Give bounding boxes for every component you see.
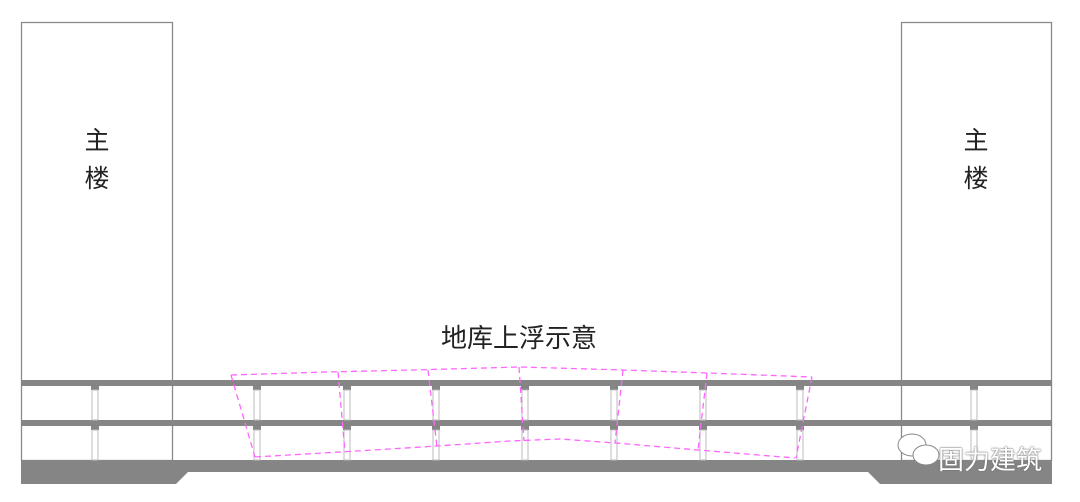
column <box>970 389 978 421</box>
column-cap <box>796 426 804 430</box>
column <box>521 429 529 461</box>
column <box>91 389 99 421</box>
right-tower-label: 主 楼 <box>956 122 996 198</box>
column-cap <box>610 386 618 390</box>
column <box>91 429 99 461</box>
column-cap <box>699 426 707 430</box>
column <box>796 429 804 461</box>
column-cap <box>91 386 99 390</box>
wechat-icon <box>897 433 940 466</box>
watermark-text: 固力建筑 <box>938 446 1043 476</box>
column <box>253 389 261 421</box>
column <box>699 429 707 461</box>
left-tower-label: 主 楼 <box>77 122 117 198</box>
columns <box>91 386 978 461</box>
column-cap <box>91 426 99 430</box>
column <box>432 389 440 421</box>
watermark: 固力建筑 <box>938 440 1042 477</box>
column <box>432 429 440 461</box>
diagram-title: 地库上浮示意 <box>441 324 598 354</box>
column-cap <box>253 386 261 390</box>
column <box>796 389 804 421</box>
column-cap <box>970 426 978 430</box>
roof-slab <box>21 380 1052 386</box>
column-cap <box>699 386 707 390</box>
column <box>343 389 351 421</box>
column-cap <box>343 426 351 430</box>
column <box>970 429 978 461</box>
column <box>521 389 529 421</box>
column-cap <box>432 426 440 430</box>
column-cap <box>521 426 529 430</box>
foundation-slab <box>21 460 1052 484</box>
column-cap <box>432 386 440 390</box>
column-cap <box>970 386 978 390</box>
column <box>610 389 618 421</box>
middle-slab <box>21 420 1052 426</box>
column-cap <box>521 386 529 390</box>
column <box>610 429 618 461</box>
left-tower-char-2: 楼 <box>84 164 110 193</box>
column-cap <box>343 386 351 390</box>
column <box>253 429 261 461</box>
column-cap <box>610 426 618 430</box>
uplift-outline <box>230 366 813 459</box>
left-tower-char-1: 主 <box>84 126 110 155</box>
column-cap <box>796 386 804 390</box>
right-tower-char-1: 主 <box>963 126 989 155</box>
right-tower-char-2: 楼 <box>963 164 989 193</box>
column-cap <box>253 426 261 430</box>
